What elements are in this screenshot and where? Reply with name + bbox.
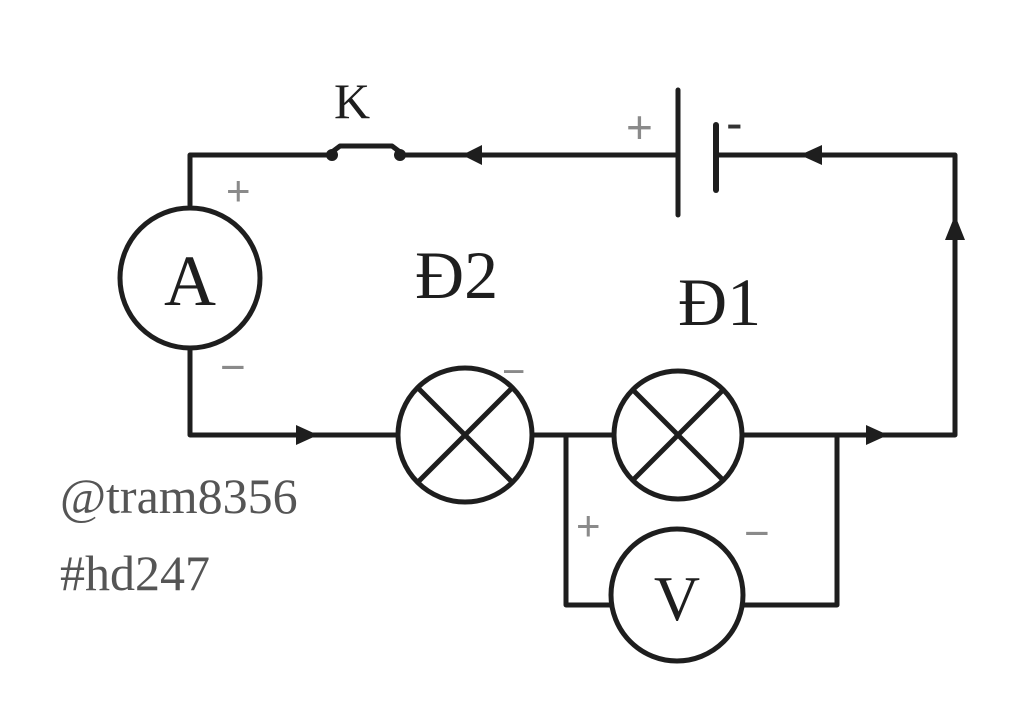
arrow-top-right xyxy=(800,145,822,165)
lamp2-symbol xyxy=(395,365,535,505)
wire-ammeter-to-switch xyxy=(187,152,331,208)
ammeter-minus-sign: − xyxy=(220,343,246,392)
switch-label: K xyxy=(334,73,370,129)
battery-minus-sign: - xyxy=(726,95,743,151)
ammeter-plus-sign: + xyxy=(226,167,251,214)
voltmeter-plus-sign: + xyxy=(576,502,601,549)
ammeter-label: A xyxy=(164,241,216,321)
voltmeter-minus-sign: − xyxy=(744,509,770,558)
voltmeter-label: V xyxy=(654,563,700,634)
ammeter-circle xyxy=(117,205,263,351)
arrow-bottom-right xyxy=(866,425,888,445)
switch-lever xyxy=(329,143,403,155)
watermark-line2: #hd247 xyxy=(60,545,210,601)
arrow-right-up xyxy=(945,215,965,240)
wire-voltmeter-right xyxy=(739,432,840,608)
lamp1-symbol xyxy=(611,368,745,502)
voltmeter-circle xyxy=(608,526,746,664)
arrow-bottom-left xyxy=(296,425,318,445)
wire-ammeter-to-lamp2 xyxy=(187,347,401,438)
lamp1-label: Đ1 xyxy=(678,264,761,340)
wire-voltmeter-left xyxy=(563,432,613,608)
wire-battery-to-right xyxy=(713,152,958,438)
arrow-top-left xyxy=(462,145,482,165)
lamp2-minus-sign: − xyxy=(502,350,525,394)
battery-plus-sign: + xyxy=(626,101,653,153)
lamp2-label: Đ2 xyxy=(415,237,498,313)
watermark-line1: @tram8356 xyxy=(60,468,298,524)
